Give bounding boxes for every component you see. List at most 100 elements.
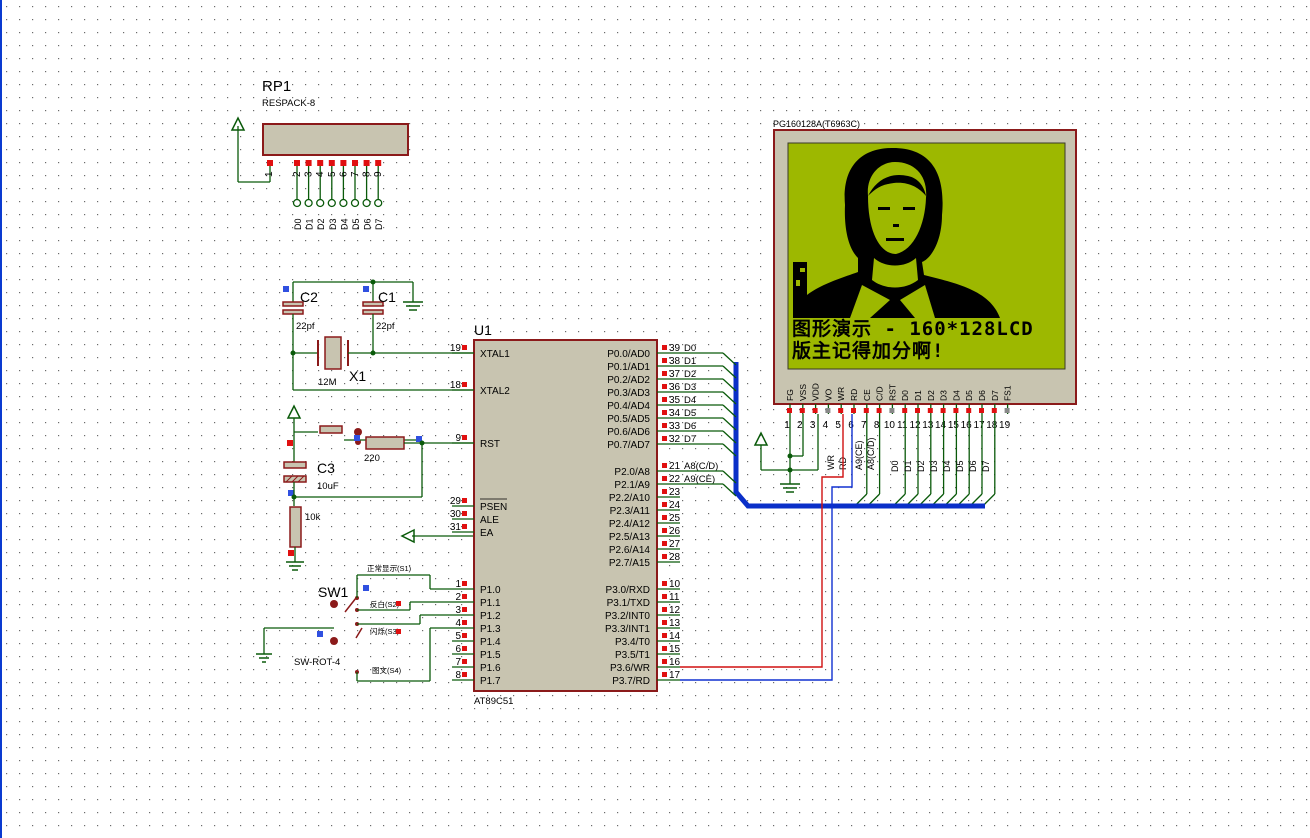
svg-text:XTAL2: XTAL2 [480, 386, 510, 397]
svg-text:P2.0/A8: P2.0/A8 [614, 467, 650, 478]
svg-text:P3.4/T0: P3.4/T0 [615, 637, 650, 648]
svg-text:7: 7 [350, 171, 361, 177]
rp1-net-label: D7 [374, 218, 384, 230]
svg-text:10: 10 [669, 579, 681, 590]
lcd-net-label: A9(CE) [854, 440, 864, 470]
svg-text:36: 36 [669, 382, 681, 393]
svg-text:22: 22 [669, 474, 681, 485]
svg-text:EA: EA [480, 528, 494, 539]
svg-text:4: 4 [823, 420, 829, 431]
lcd-net-label: WR [826, 455, 836, 470]
svg-text:D0: D0 [900, 390, 910, 401]
svg-text:VDD: VDD [811, 383, 821, 401]
svg-text:P2.1/A9: P2.1/A9 [614, 480, 650, 491]
u1-net-label: D2 [684, 369, 696, 380]
r-pull-value: 10k [305, 512, 321, 523]
sw1-rotary-switch[interactable]: SW1 SW-ROT-4 正常显示(S1) 反白(S2) 闪烁(S3) 图文(S… [256, 564, 452, 682]
svg-text:P1.1: P1.1 [480, 598, 501, 609]
u1-net-label: D1 [684, 356, 696, 367]
u1-pin-p1.3: 4P1.3 [452, 618, 501, 635]
rp1-ref: RP1 [262, 78, 291, 95]
svg-text:14: 14 [935, 420, 947, 431]
svg-text:23: 23 [669, 487, 681, 498]
lcd-net-label: A8(C/D) [866, 437, 876, 470]
svg-text:2: 2 [797, 420, 803, 431]
c2-ref: C2 [300, 289, 318, 305]
svg-text:12: 12 [669, 605, 681, 616]
lcd-module[interactable]: PG160128A(T6963C) FG1VSS2VDD3VO4WR5RD6CE… [773, 119, 1077, 507]
svg-text:P3.5/T1: P3.5/T1 [615, 650, 650, 661]
svg-text:16: 16 [961, 420, 973, 431]
svg-text:P0.1/AD1: P0.1/AD1 [607, 362, 650, 373]
svg-text:3: 3 [810, 420, 816, 431]
lcd-pin-fg: FG 1 [784, 389, 795, 431]
svg-text:P3.1/TXD: P3.1/TXD [607, 598, 650, 609]
svg-text:P3.7/RD: P3.7/RD [612, 676, 650, 687]
rp1-net-label: D5 [351, 218, 361, 230]
svg-text:8: 8 [455, 670, 461, 681]
svg-text:P2.7/A15: P2.7/A15 [609, 558, 651, 569]
svg-text:P2.5/A13: P2.5/A13 [609, 532, 651, 543]
svg-text:5: 5 [455, 631, 461, 642]
lcd-net-label: D0 [890, 460, 900, 472]
svg-text:15: 15 [669, 644, 681, 655]
svg-text:29: 29 [450, 496, 462, 507]
portrait-photo [793, 148, 1000, 318]
svg-text:1: 1 [784, 420, 790, 431]
u1-microcontroller[interactable]: U1 AT89C51 19XTAL118XTAL29RST29PSEN30ALE… [450, 322, 718, 707]
svg-text:37: 37 [669, 369, 681, 380]
svg-text:21: 21 [669, 461, 681, 472]
svg-text:6: 6 [338, 171, 349, 177]
svg-text:10: 10 [884, 420, 896, 431]
svg-text:17: 17 [669, 670, 681, 681]
u1-net-label: A9(CE) [684, 474, 715, 485]
c3-ref: C3 [317, 460, 335, 476]
svg-text:26: 26 [669, 526, 681, 537]
x1-value: 12M [318, 377, 337, 388]
svg-text:19: 19 [999, 420, 1011, 431]
u1-pin-p1.6: 7P1.6 [452, 657, 501, 674]
svg-text:P2.4/A12: P2.4/A12 [609, 519, 651, 530]
u1-net-label: A8(C/D) [684, 461, 718, 472]
svg-text:FG: FG [785, 389, 795, 401]
svg-text:P0.4/AD4: P0.4/AD4 [607, 401, 650, 412]
svg-text:18: 18 [450, 380, 462, 391]
svg-text:24: 24 [669, 500, 681, 511]
svg-text:9: 9 [455, 433, 461, 444]
svg-text:5: 5 [835, 420, 841, 431]
wr-rd-lines [680, 414, 853, 681]
svg-text:35: 35 [669, 395, 681, 406]
x1-ref: X1 [349, 368, 366, 384]
svg-text:3: 3 [304, 171, 315, 177]
svg-text:C/D: C/D [875, 386, 885, 401]
svg-text:P1.3: P1.3 [480, 624, 501, 635]
svg-text:4: 4 [315, 171, 326, 177]
rp1-value: RESPACK-8 [262, 98, 315, 109]
svg-text:39: 39 [669, 343, 681, 354]
svg-text:WR: WR [836, 387, 846, 401]
sw1-pos4: 图文(S4) [372, 665, 402, 675]
svg-text:P2.3/A11: P2.3/A11 [610, 506, 651, 517]
svg-text:CE: CE [862, 389, 872, 401]
u1-net-label: D4 [684, 395, 696, 406]
svg-text:13: 13 [922, 420, 934, 431]
data-bus [680, 352, 985, 509]
lcd-pin-wr: WR 5 [835, 387, 846, 431]
